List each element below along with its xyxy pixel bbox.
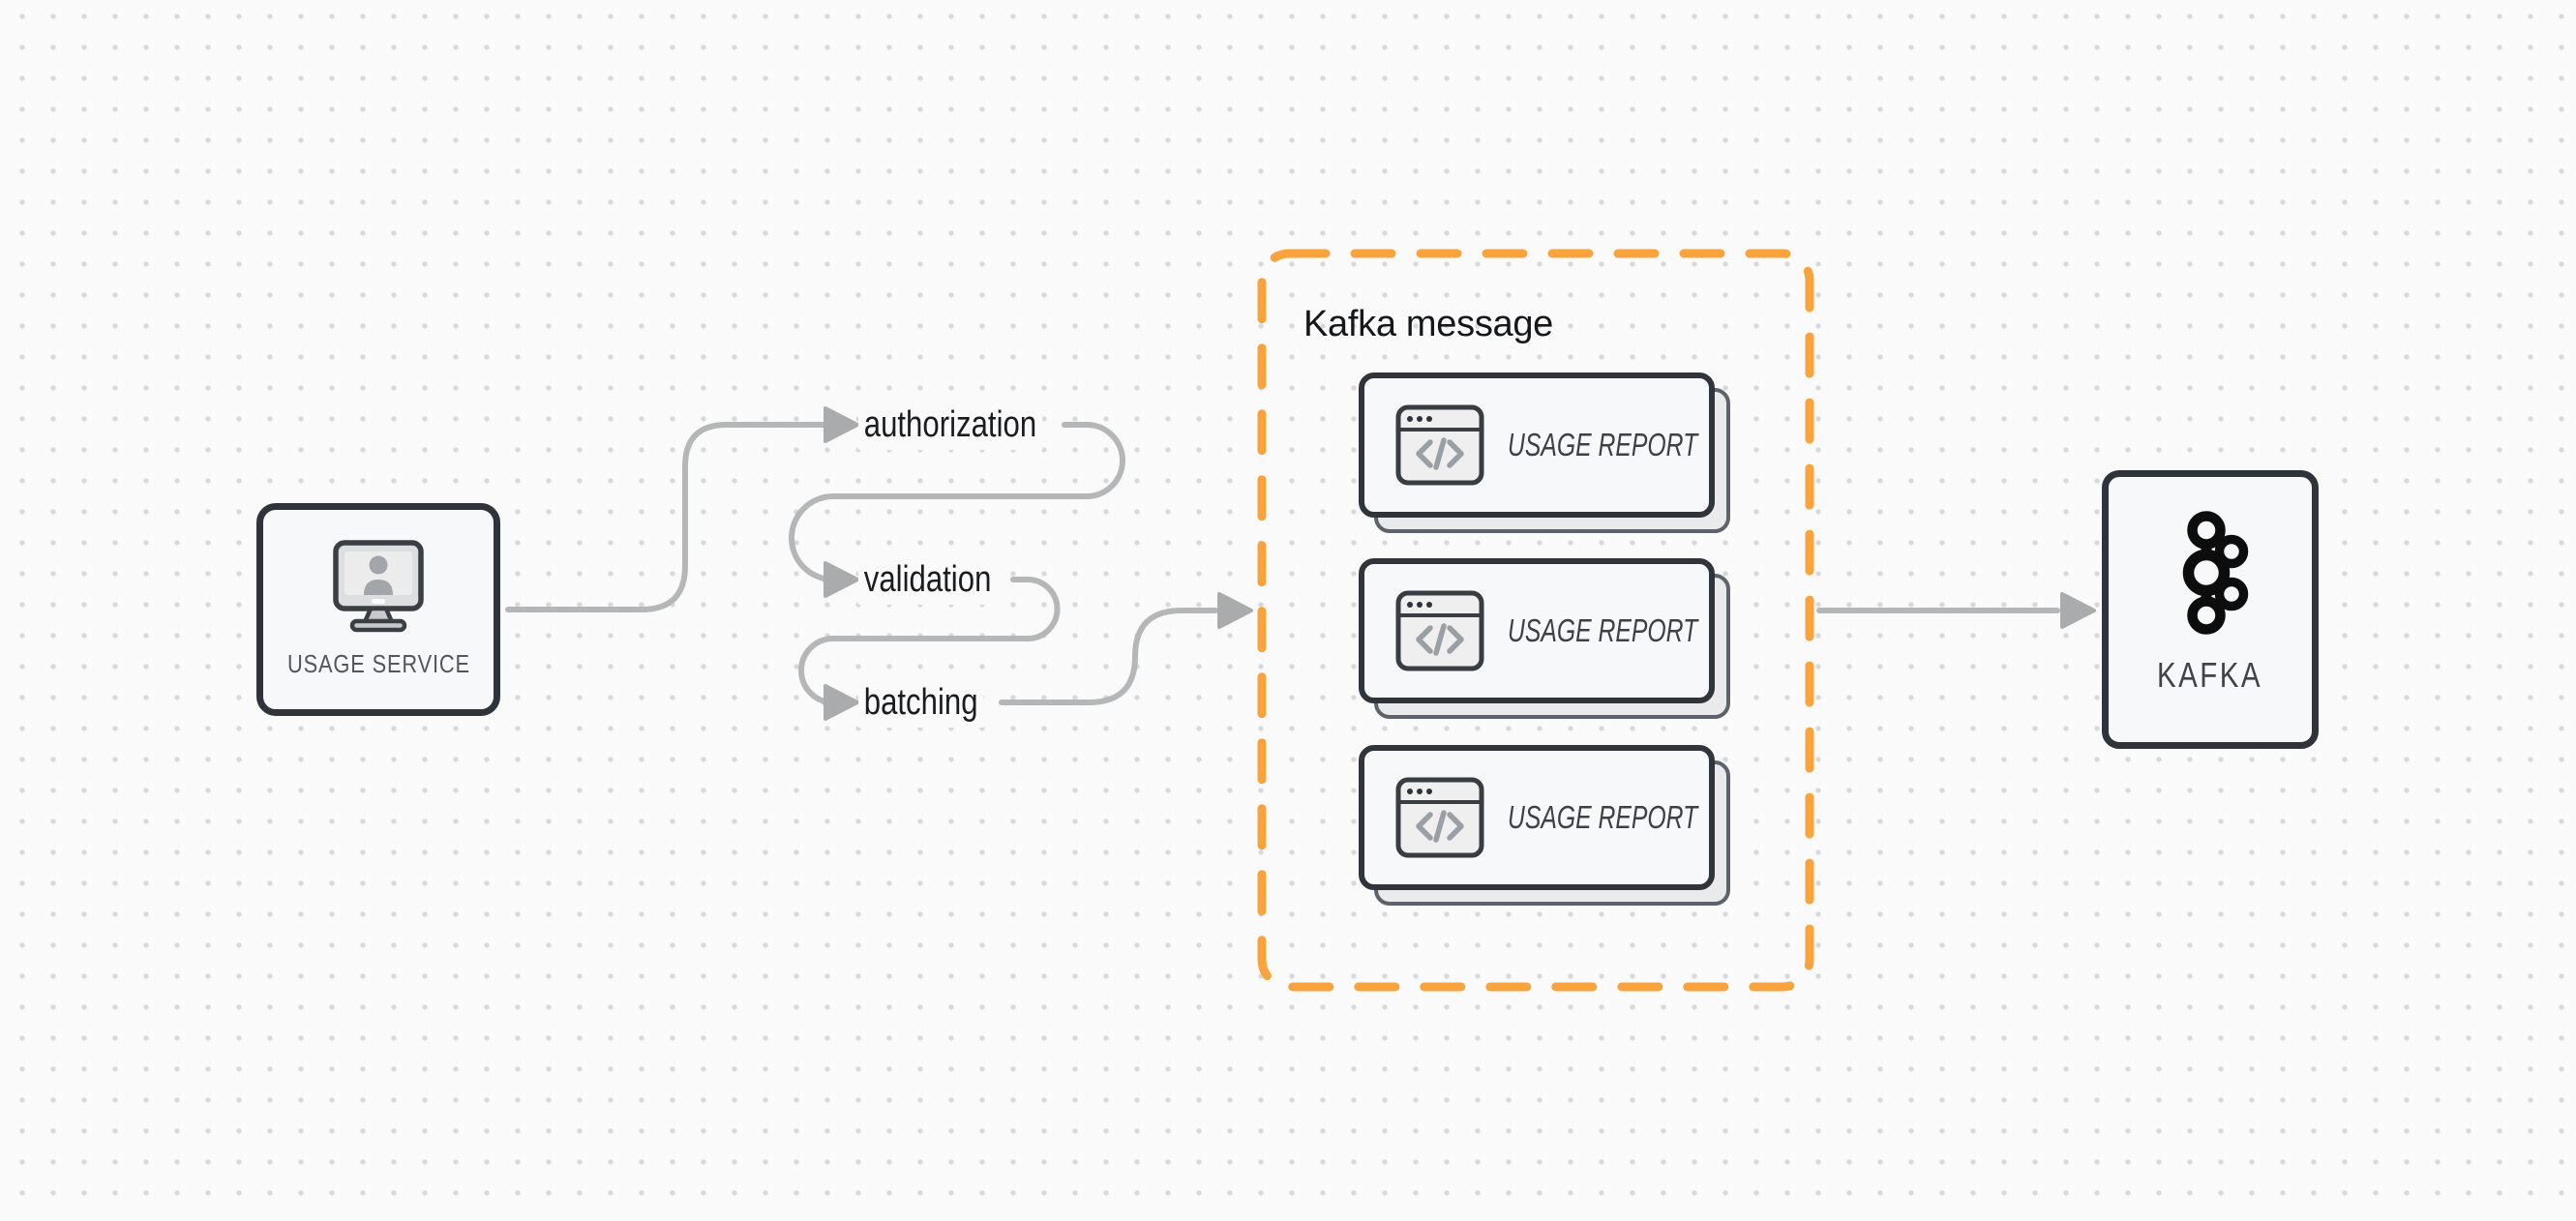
- kafka-message-group-title: Kafka message: [1303, 304, 1554, 344]
- usage-report-label: USAGE REPORT: [1508, 612, 1698, 648]
- code-window-icon: [1395, 590, 1484, 671]
- arrowhead-kafka-message: [1217, 592, 1253, 629]
- kafka-message-group-border: [1257, 249, 1814, 992]
- arrowhead-validation: [824, 561, 859, 598]
- arrow-validation-to-batching: [798, 577, 1061, 705]
- arrowhead-authorization: [824, 406, 859, 443]
- code-window-icon: [1395, 404, 1484, 486]
- step-label-validation: validation: [858, 554, 998, 605]
- usage-report-label: USAGE REPORT: [1508, 427, 1698, 462]
- kafka-node: KAFKA: [2102, 470, 2319, 749]
- usage-report-card: USAGE REPORT: [1359, 558, 1730, 719]
- arrowhead-batching: [824, 684, 859, 721]
- arrow-authorization-to-validation: [789, 422, 1125, 582]
- usage-report-label: USAGE REPORT: [1508, 799, 1698, 835]
- kafka-label: KAFKA: [2157, 655, 2263, 695]
- kafka-logo-icon: [2172, 510, 2249, 640]
- arrowhead-kafka: [2060, 592, 2096, 629]
- usage-service-node: USAGE SERVICE: [256, 503, 500, 716]
- arrow-usage-to-authorization: [505, 422, 827, 612]
- step-label-batching: batching: [858, 677, 984, 728]
- arrow-batching-to-kafka-message: [999, 608, 1218, 705]
- step-label-authorization: authorization: [858, 400, 1042, 450]
- code-window-icon: [1395, 777, 1484, 858]
- usage-service-label: USAGE SERVICE: [286, 649, 470, 678]
- usage-report-card: USAGE REPORT: [1359, 372, 1730, 533]
- monitor-user-icon: [320, 535, 436, 640]
- usage-report-card: USAGE REPORT: [1359, 745, 1730, 906]
